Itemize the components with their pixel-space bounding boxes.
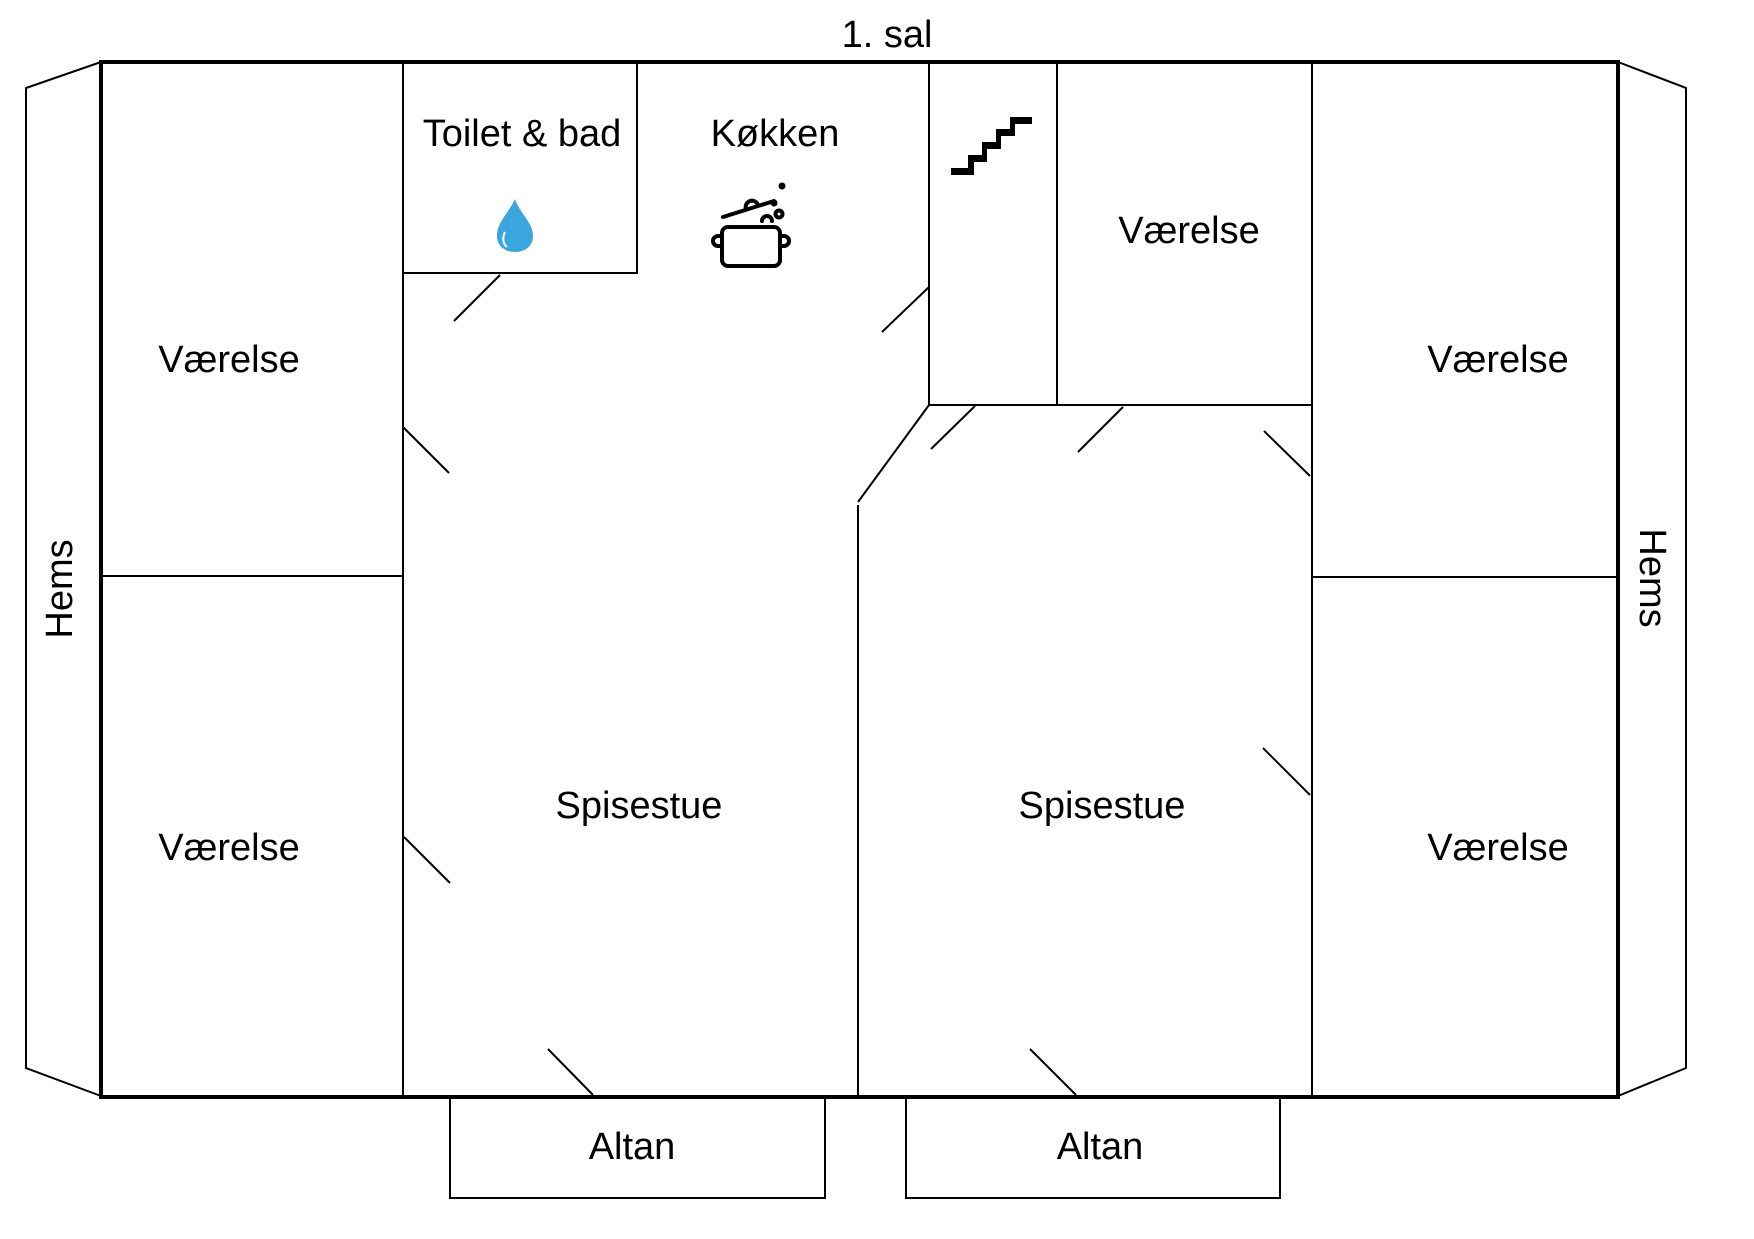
door-balcony-left [547,1048,594,1096]
label-balcony-right: Altan [1057,1126,1144,1168]
door-stairs [930,405,976,450]
label-kitchen: Køkken [711,113,840,155]
balcony-left [449,1097,826,1199]
label-room-top-middle: Værelse [1118,210,1260,252]
door-room-top-left [402,426,450,474]
label-balcony-left: Altan [589,1126,676,1168]
label-loft-right: Hems [1631,528,1673,627]
door-balcony-right [1029,1048,1077,1096]
wall-toilet [403,62,638,274]
loft-left-outline [25,61,102,1097]
door-kitchen-stairs [881,286,930,333]
label-room-top-right: Værelse [1427,339,1569,381]
label-room-bottom-left: Værelse [158,827,300,869]
outer-wall [99,60,1620,1099]
door-room-top-middle [1077,406,1124,453]
loft-right-outline [1617,61,1687,1097]
label-room-bottom-right: Værelse [1427,827,1569,869]
door-room-bottom-right [1262,747,1311,796]
label-toilet: Toilet & bad [423,113,622,155]
label-room-top-left: Værelse [158,339,300,381]
door-toilet [453,274,501,322]
door-room-bottom-left [403,836,451,884]
door-room-top-right [1263,430,1311,477]
wall-diagonal [857,404,930,503]
floor-title: 1. sal [842,14,933,56]
label-loft-left: Hems [39,539,81,638]
label-dining-left: Spisestue [556,785,723,827]
cooking-pot-icon [711,182,791,268]
water-drop-icon [497,199,533,252]
balcony-right [905,1097,1281,1199]
label-dining-right: Spisestue [1019,785,1186,827]
stairs-icon [951,117,1032,175]
